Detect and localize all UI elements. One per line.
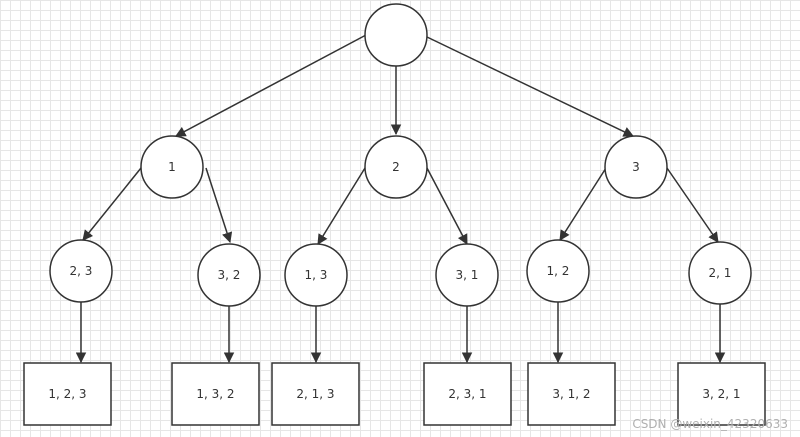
edge-2-to-13	[317, 167, 366, 245]
tree-node-label: 1	[168, 160, 176, 174]
tree-node-2-1: 2, 1	[688, 241, 752, 305]
tree-node-label: 2	[392, 160, 400, 174]
edge-1-to-32	[205, 167, 233, 243]
leaf-box-1-2-3: 1, 2, 3	[23, 362, 112, 426]
leaf-box-2-1-3: 2, 1, 3	[271, 362, 360, 426]
leaf-label: 2, 3, 1	[448, 387, 486, 401]
leaf-label: 3, 2, 1	[702, 387, 740, 401]
leaf-box-1-3-2: 1, 3, 2	[171, 362, 260, 426]
csdn-watermark: CSDN @weixin_42320633	[632, 417, 788, 431]
leaf-label: 1, 2, 3	[48, 387, 86, 401]
tree-node-2: 2	[364, 135, 428, 199]
tree-node-label: 3, 2	[218, 268, 241, 282]
tree-node-1: 1	[140, 135, 204, 199]
edge-2-to-31	[426, 167, 468, 245]
tree-node-3-1: 3, 1	[435, 243, 499, 307]
edge-1-to-23	[82, 167, 142, 241]
leaf-box-3-2-1: 3, 2, 1	[677, 362, 766, 426]
edge-root-to-3	[426, 36, 634, 137]
leaf-box-2-3-1: 2, 3, 1	[423, 362, 512, 426]
tree-node-label: 2, 3	[70, 264, 93, 278]
tree-node-1-3: 1, 3	[284, 243, 348, 307]
leaf-box-3-1-2: 3, 1, 2	[527, 362, 616, 426]
leaf-label: 2, 1, 3	[296, 387, 334, 401]
tree-node-1-2: 1, 2	[526, 239, 590, 303]
leaf-label: 1, 3, 2	[196, 387, 234, 401]
tree-node-label: 3, 1	[456, 268, 479, 282]
edge-3-to-21	[666, 167, 719, 243]
edges	[75, 34, 726, 364]
tree-node-3: 3	[604, 135, 668, 199]
tree-node-label: 1, 3	[305, 268, 328, 282]
tree-node-root	[364, 3, 428, 67]
tree-node-label: 1, 2	[547, 264, 570, 278]
tree-node-3-2: 3, 2	[197, 243, 261, 307]
tree-node-2-3: 2, 3	[49, 239, 113, 303]
edge-3-to-12	[559, 167, 607, 241]
tree-node-label: 3	[632, 160, 640, 174]
tree-node-label: 2, 1	[709, 266, 732, 280]
leaf-label: 3, 1, 2	[552, 387, 590, 401]
edge-root-to-1	[175, 34, 367, 137]
